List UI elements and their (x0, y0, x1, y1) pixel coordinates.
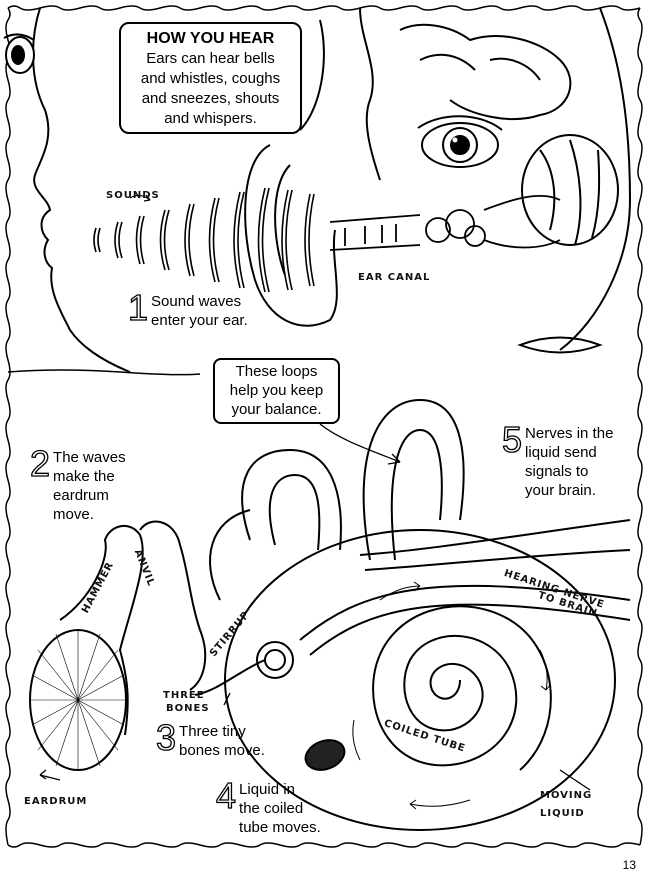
step-number: 4 (215, 775, 237, 816)
label-moving-liquid: LIQUID (540, 808, 585, 819)
page-number: 13 (622, 858, 636, 872)
step-number: 3 (155, 717, 177, 758)
label-eardrum: EARDRUM (24, 796, 88, 807)
sound-waves (93, 187, 315, 293)
step-line: tube moves. (239, 819, 321, 836)
title-box: HOW YOU HEAR Ears can hear bells and whi… (119, 22, 302, 134)
title-line: and whispers. (164, 110, 257, 127)
step-number: 2 (29, 443, 51, 484)
step-line: enter your ear. (151, 312, 248, 329)
step-number: 1 (127, 287, 149, 328)
step-line: liquid send (525, 444, 597, 461)
step-4: 4 Liquid in the coiled tube moves. (215, 775, 321, 837)
step-5: 5 Nerves in the liquid send signals to y… (501, 419, 614, 500)
label-three-bones: THREE (163, 690, 205, 701)
step-line: Nerves in the (525, 425, 614, 442)
label-three-bones: BONES (166, 703, 210, 714)
title-line: Ears can hear bells (146, 50, 275, 67)
panel-divider (7, 369, 201, 376)
title-line: and sneezes, shouts (141, 90, 280, 107)
inner-ear (209, 398, 631, 831)
step-line: Liquid in (239, 781, 295, 798)
page-border (5, 7, 11, 846)
step-number: 5 (501, 419, 523, 460)
liquid-arrows (352, 581, 551, 810)
step-line: The waves (53, 449, 126, 466)
step-line: your brain. (525, 482, 596, 499)
step-line: eardrum (53, 487, 109, 504)
title-heading: HOW YOU HEAR (146, 30, 275, 47)
inner-head (359, 7, 632, 354)
loops-line: help you keep (229, 382, 324, 399)
step-2: 2 The waves make the eardrum move. (29, 443, 126, 524)
step-line: Sound waves (151, 293, 242, 310)
step-line: the coiled (239, 800, 304, 817)
step-3: 3 Three tiny bones move. (155, 717, 265, 760)
eardrum-lines (30, 630, 126, 770)
step-line: make the (53, 468, 115, 485)
label-moving-liquid: MOVING (540, 790, 593, 801)
step-line: bones move. (179, 742, 265, 759)
step-1: 1 Sound waves enter your ear. (127, 287, 248, 330)
label-sounds: SOUNDS (106, 190, 160, 201)
face-profile (3, 7, 131, 373)
pointer-arrows (39, 423, 591, 791)
outer-ear (244, 19, 338, 327)
label-ear-canal: EAR CANAL (358, 272, 431, 283)
ear-canal (329, 194, 561, 251)
loops-line: your balance. (231, 401, 322, 418)
step-line: Three tiny (179, 723, 246, 740)
step-line: signals to (525, 463, 589, 480)
loops-line: These loops (235, 363, 318, 380)
title-line: and whistles, coughs (140, 70, 281, 87)
loops-callout: These loops help you keep your balance. (213, 358, 340, 424)
step-line: move. (53, 506, 94, 523)
